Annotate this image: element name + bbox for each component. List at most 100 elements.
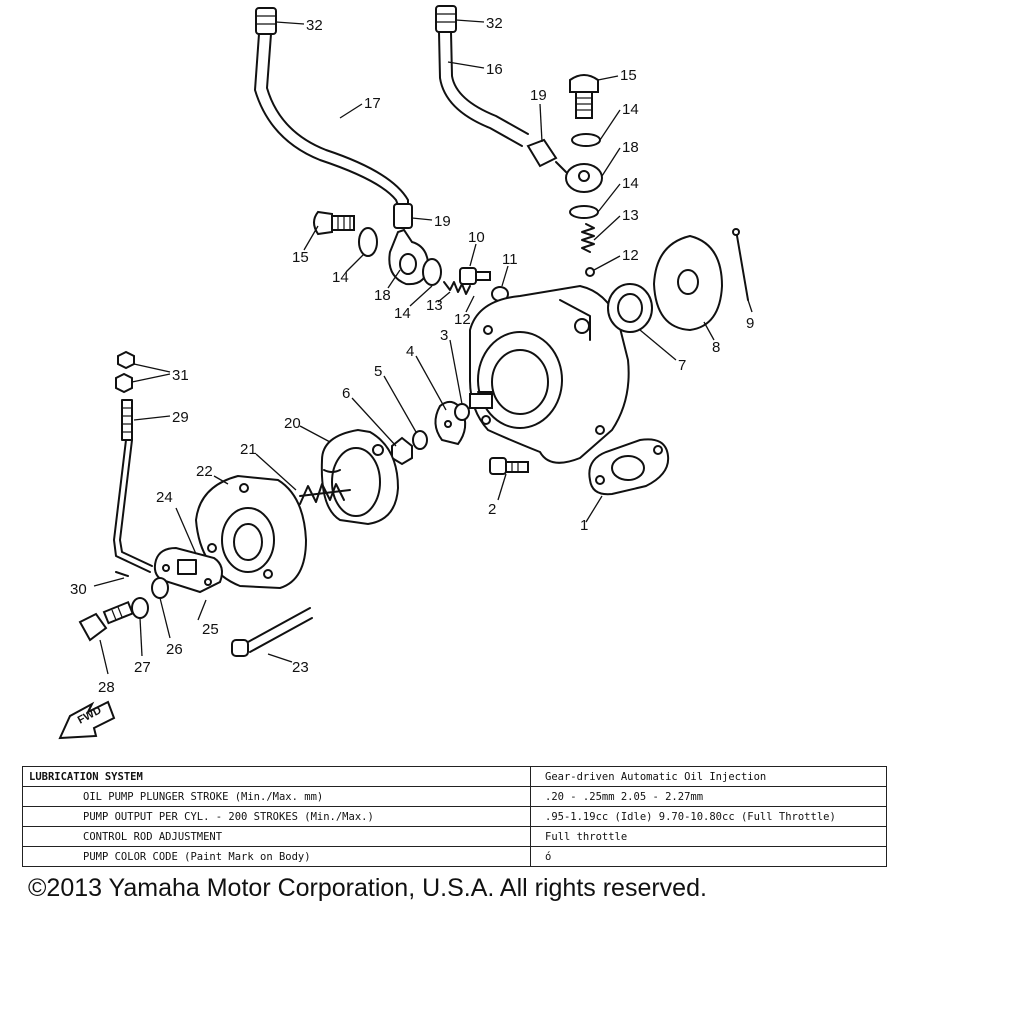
- callout-4: 4: [406, 343, 414, 360]
- part-14-washer-left-a: [358, 227, 378, 257]
- spec-table-row: PUMP OUTPUT PER CYL. - 200 STROKES (Min.…: [22, 806, 887, 827]
- callout-17: 17: [364, 95, 381, 112]
- part-3-washer: [454, 403, 470, 421]
- part-28-bolt: [78, 600, 134, 642]
- callout-13-top: 13: [622, 207, 639, 224]
- spec-row-value: .20 - .25mm 2.05 - 2.27mm: [530, 786, 887, 807]
- callout-16: 16: [486, 61, 503, 78]
- part-20-pump-cover: [320, 428, 400, 526]
- callout-18-top: 18: [622, 139, 639, 156]
- callout-15-top: 15: [620, 67, 637, 84]
- part-7-oil-seal: [607, 283, 653, 333]
- callout-24: 24: [156, 489, 173, 506]
- spec-row-value: ó: [530, 846, 887, 867]
- callout-29: 29: [172, 409, 189, 426]
- part-31-nuts: [115, 350, 135, 394]
- callout-14-left-b: 14: [394, 305, 411, 322]
- spec-header-label: LUBRICATION SYSTEM: [22, 766, 531, 787]
- spec-row-label: OIL PUMP PLUNGER STROKE (Min./Max. mm): [22, 786, 531, 807]
- part-6-nut: [391, 436, 413, 466]
- spec-table-header-row: LUBRICATION SYSTEM Gear-driven Automatic…: [22, 766, 887, 787]
- part-13-spring-left: [443, 281, 471, 295]
- part-23-long-bolt: [231, 607, 313, 657]
- callout-20: 20: [284, 415, 301, 432]
- spec-row-label: CONTROL ROD ADJUSTMENT: [22, 826, 531, 847]
- callout-8: 8: [712, 339, 720, 356]
- callout-19-right: 19: [530, 87, 547, 104]
- part-9-pin: [732, 228, 749, 301]
- callout-28: 28: [98, 679, 115, 696]
- part-5-washer: [412, 430, 428, 450]
- callout-18-left: 18: [374, 287, 391, 304]
- callout-11: 11: [502, 251, 518, 268]
- callout-5: 5: [374, 363, 382, 380]
- part-29-control-rod: [113, 399, 153, 573]
- copyright-notice: ©2013 Yamaha Motor Corporation, U.S.A. A…: [28, 874, 707, 902]
- part-17-oil-pipe: [254, 33, 399, 206]
- leader-lines: [93, 19, 753, 675]
- callout-22: 22: [196, 463, 213, 480]
- callout-31: 31: [172, 367, 189, 384]
- callout-14-left-a: 14: [332, 269, 349, 286]
- callout-12-left: 12: [454, 311, 471, 328]
- part-30-clip: [115, 571, 129, 577]
- exploded-parts-diagram: FWD: [58, 5, 754, 740]
- callout-14-top-a: 14: [622, 101, 639, 118]
- part-14-washer-top-a: [571, 133, 601, 147]
- pump-body: [469, 284, 630, 464]
- callout-2: 2: [488, 501, 496, 518]
- spec-row-label: PUMP COLOR CODE (Paint Mark on Body): [22, 846, 531, 867]
- callout-10: 10: [468, 229, 485, 246]
- callout-21: 21: [240, 441, 257, 458]
- part-8-drive-gear: [652, 234, 724, 332]
- callout-3: 3: [440, 327, 448, 344]
- callout-12-top: 12: [622, 247, 639, 264]
- callout-numbers: 32 32 16 17 19 15 14 18 14 13 12 19 15 1…: [70, 15, 754, 696]
- spec-table-row: CONTROL ROD ADJUSTMENT Full throttle: [22, 826, 887, 847]
- callout-27: 27: [134, 659, 151, 676]
- part-12-ball-top: [585, 267, 595, 277]
- callout-25: 25: [202, 621, 219, 638]
- spec-table-row: PUMP COLOR CODE (Paint Mark on Body) ó: [22, 846, 887, 867]
- part-25-gasket: [153, 546, 223, 594]
- part-3-shaft: [469, 393, 493, 409]
- part-32-right-fitting: [435, 5, 457, 33]
- part-27-washer: [131, 597, 149, 619]
- callout-26: 26: [166, 641, 183, 658]
- part-13-spring-top: [581, 223, 595, 253]
- part-32-left-fitting: [255, 7, 277, 35]
- callout-19-left: 19: [434, 213, 451, 230]
- callout-14-top-b: 14: [622, 175, 639, 192]
- spec-row-value: Full throttle: [530, 826, 887, 847]
- callout-1: 1: [580, 517, 588, 534]
- callout-13-left: 13: [426, 297, 443, 314]
- part-21-spring-shaft: [299, 483, 351, 505]
- part-19-hose-right: [526, 138, 558, 168]
- part-19-hose-left: [393, 203, 413, 229]
- spec-row-label: PUMP OUTPUT PER CYL. - 200 STROKES (Min.…: [22, 806, 531, 827]
- part-26-washer: [151, 577, 169, 599]
- part-14-washer-top-b: [569, 205, 599, 219]
- part-16-oil-pipe: [438, 31, 523, 147]
- part-15-banjo-bolt-top: [569, 74, 599, 119]
- callout-30: 30: [70, 581, 87, 598]
- lubrication-spec-table: LUBRICATION SYSTEM Gear-driven Automatic…: [22, 766, 887, 867]
- part-18-banjo-union-left: [388, 228, 430, 286]
- callout-6: 6: [342, 385, 350, 402]
- callout-23: 23: [292, 659, 309, 676]
- spec-row-value: .95-1.19cc (Idle) 9.70-10.80cc (Full Thr…: [530, 806, 887, 827]
- callout-15-left: 15: [292, 249, 309, 266]
- callout-32-left: 32: [306, 17, 323, 34]
- fwd-arrow-icon: FWD: [58, 700, 116, 740]
- part-14-washer-left-b: [422, 258, 442, 286]
- callout-9: 9: [746, 315, 754, 332]
- part-18-banjo-union-top: [555, 161, 603, 193]
- part-2-bolt: [489, 457, 529, 475]
- spec-header-value: Gear-driven Automatic Oil Injection: [530, 766, 887, 787]
- callout-32-right: 32: [486, 15, 503, 32]
- part-15-banjo-bolt-left: [313, 210, 355, 236]
- part-10-screw: [459, 267, 491, 285]
- spec-table-row: OIL PUMP PLUNGER STROKE (Min./Max. mm) .…: [22, 786, 887, 807]
- part-1-gasket: [588, 438, 670, 496]
